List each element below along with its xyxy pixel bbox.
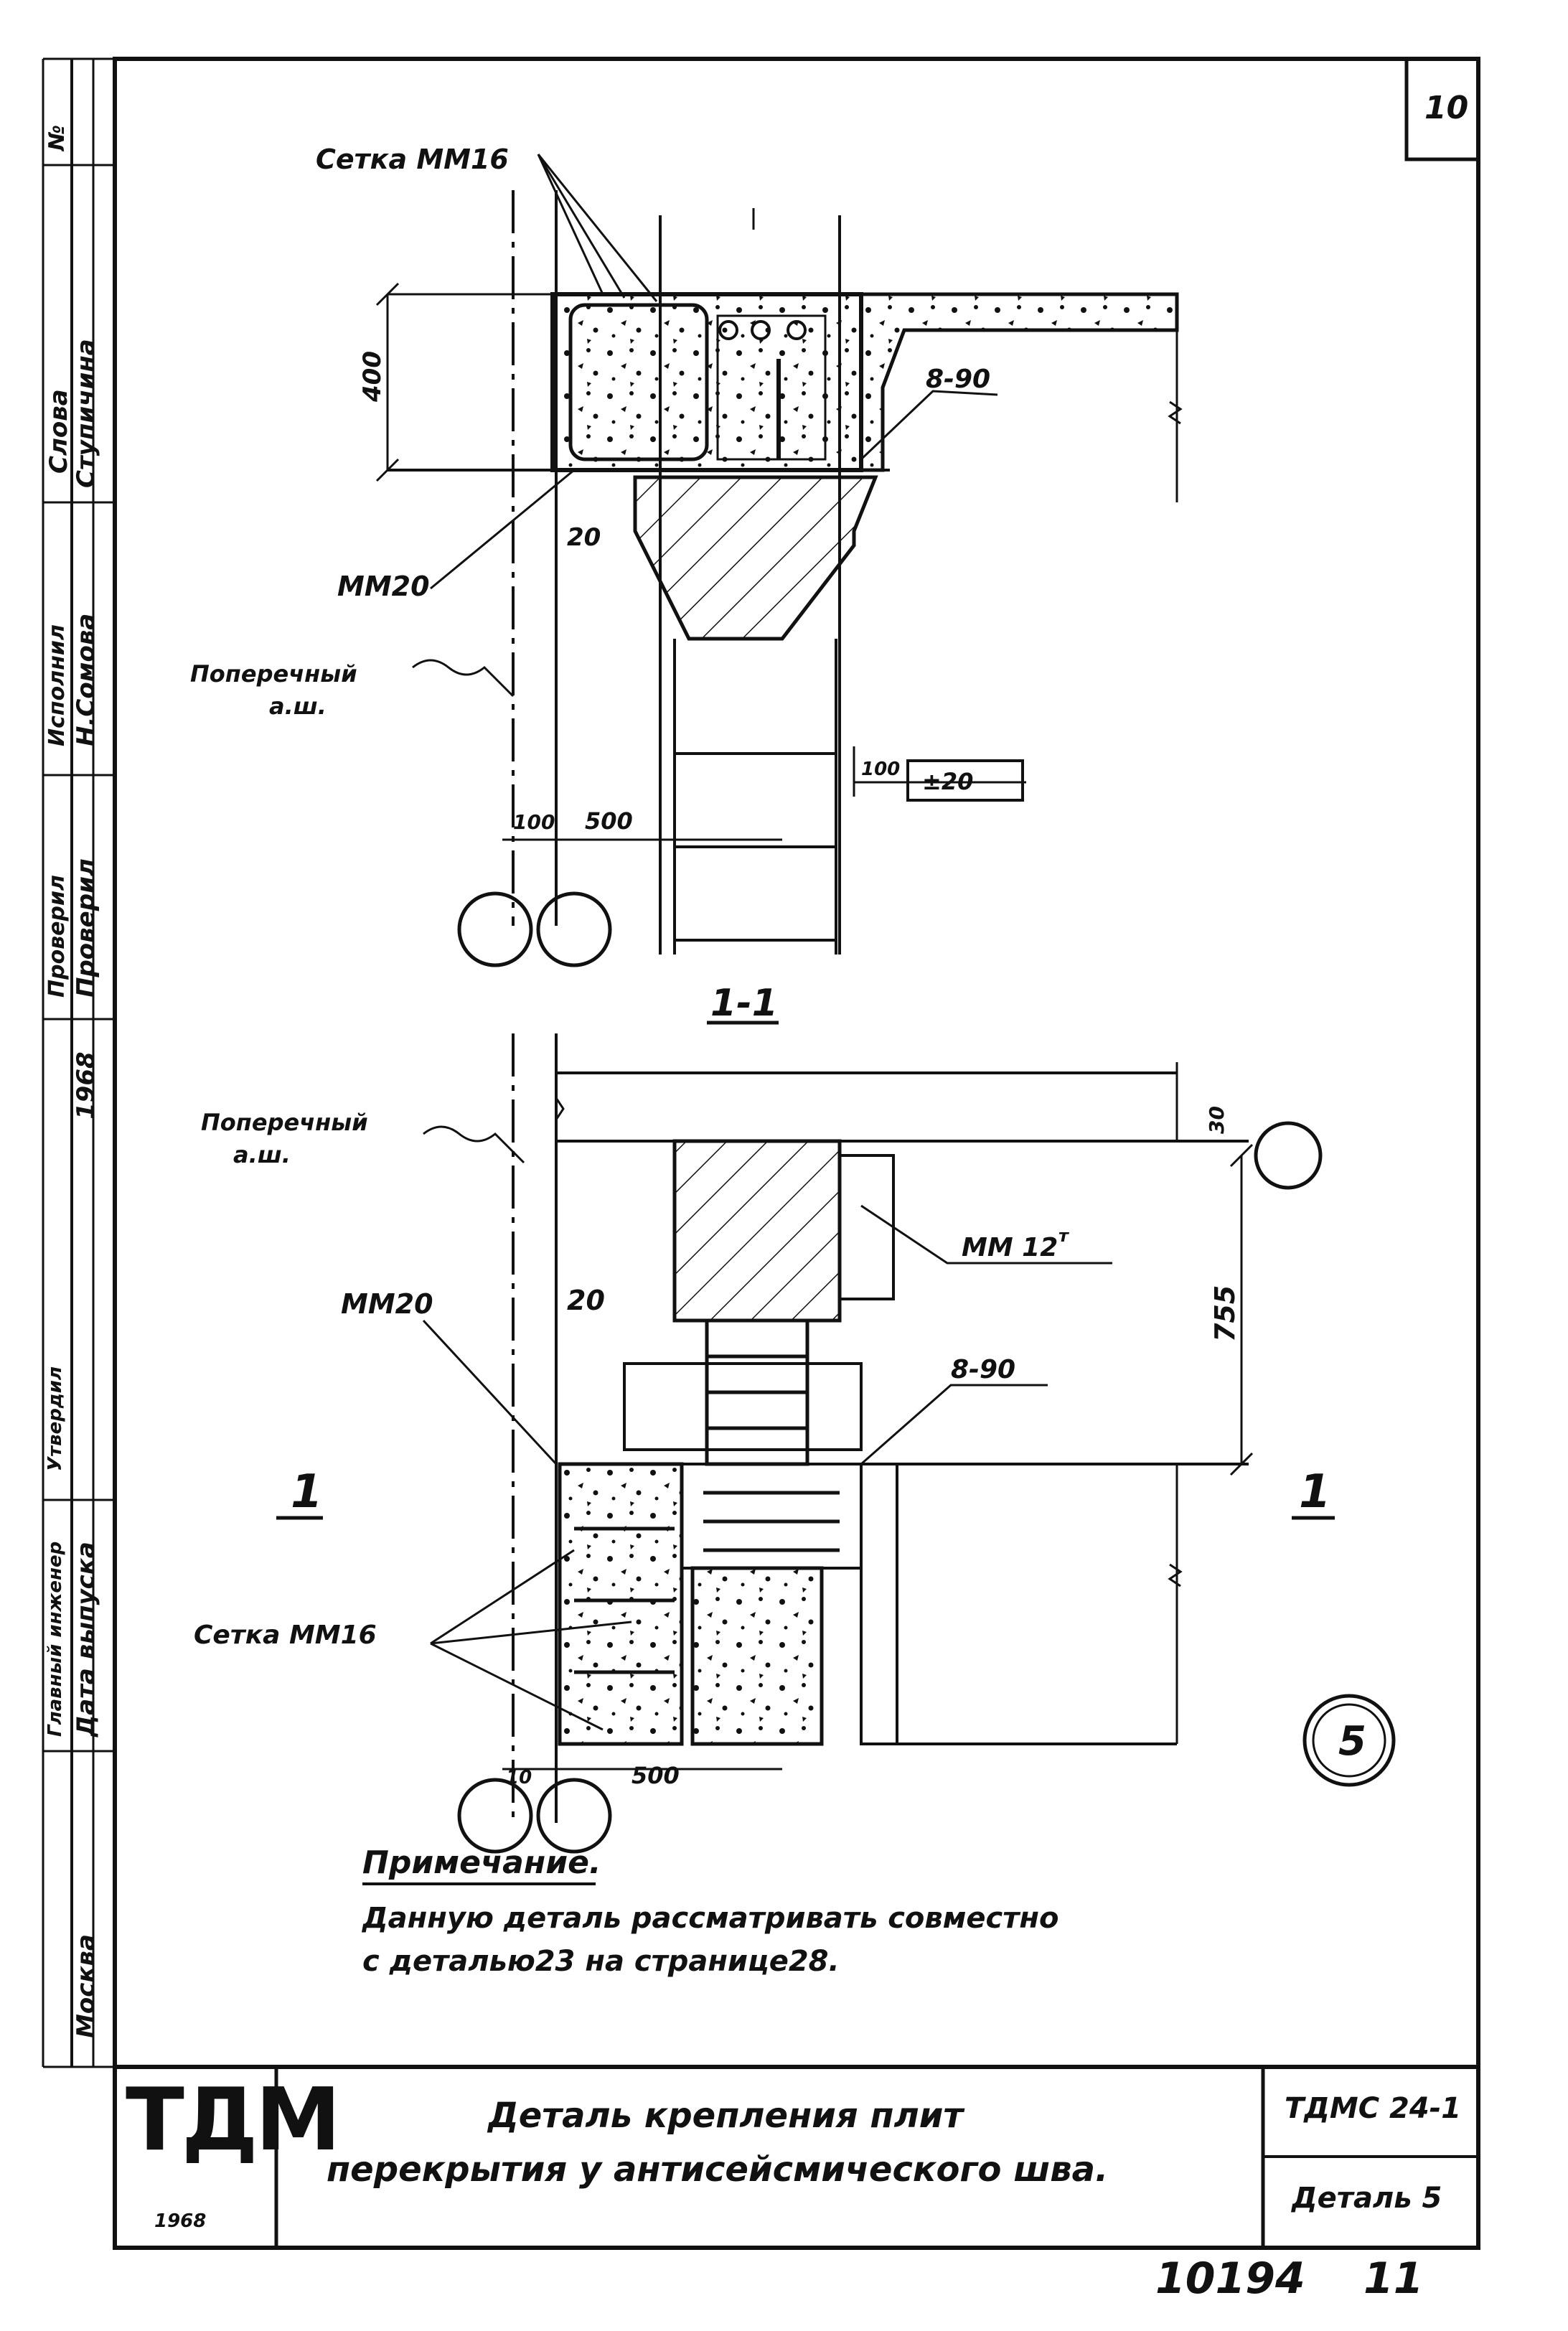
label-joint-top: Поперечный: [190, 660, 357, 688]
note-line-1: Данную деталь рассматривать совместно: [362, 1902, 1059, 1935]
tdm-logo-year: 1968: [154, 2210, 207, 2232]
dim-100b-top: 100: [861, 759, 900, 780]
stamp-col1-bottom: Ступичина: [72, 339, 100, 488]
dim-20-top: 20: [567, 523, 601, 552]
label-mm20-top: ММ20: [337, 571, 430, 602]
archive-page: 11: [1363, 2253, 1424, 2304]
label-mm20-bottom: ММ20: [341, 1288, 433, 1320]
stamp-col3-top: Проверил: [44, 875, 70, 998]
stamp-col5-bottom: Дата выпуска: [72, 1542, 100, 1737]
dim-755: 755: [1209, 1285, 1241, 1342]
label-mm12: ММ 12: [962, 1233, 1058, 1262]
stamp-col4-top: Утвердил: [44, 1366, 66, 1471]
drawing-detail: Деталь 5: [1292, 2182, 1442, 2215]
label-mesh-top: Сетка ММ16: [316, 144, 509, 175]
tdm-logo: ТДМ: [126, 2070, 341, 2170]
note-heading: Примечание.: [362, 1844, 601, 1881]
cut-mark-left: 1: [291, 1465, 323, 1519]
stamp-col2-top: Исполнил: [44, 624, 70, 746]
detail-circle-number: 5: [1338, 1718, 1366, 1765]
section-bottom-drawing: [276, 1033, 1396, 1885]
stamp-col5-top: Главный инженер: [44, 1541, 66, 1737]
label-bolt-top: 8-90: [926, 365, 990, 394]
dim-30: 30: [1205, 1106, 1229, 1134]
dim-10-bottom: 10: [506, 1767, 532, 1788]
sheet-frame: [42, 57, 1480, 2250]
dim-500-top: 500: [585, 807, 633, 835]
page-number: 10: [1424, 90, 1469, 126]
dim-400: 400: [358, 351, 387, 403]
note-line-2: с деталью23 на странице28.: [362, 1945, 840, 1978]
stamp-col1-top: Слова: [44, 389, 73, 474]
label-joint-top-2: а.ш.: [269, 693, 327, 720]
stamp-no: №: [44, 124, 70, 151]
label-mesh-bottom: Сетка ММ16: [194, 1621, 377, 1650]
section-top-drawing: [375, 154, 1183, 1025]
label-bolt-bottom: 8-90: [951, 1355, 1015, 1384]
cut-mark-right: 1: [1299, 1465, 1331, 1519]
label-joint-bottom: Поперечный: [201, 1109, 368, 1136]
stamp-col4-bottom: 1968: [72, 1051, 100, 1120]
label-joint-bottom-2: а.ш.: [233, 1141, 291, 1168]
dim-box-top: ±20: [922, 768, 973, 795]
label-mm12-sup: т: [1058, 1226, 1070, 1246]
stamp-col2-bottom: Н.Сомова: [72, 613, 100, 746]
dim-20-bottom: 20: [567, 1285, 605, 1316]
dim-500-bottom: 500: [632, 1762, 680, 1789]
dim-100-top: 100: [513, 810, 555, 834]
stamp-col3-bottom: Проверил: [72, 858, 100, 998]
section-mark-1-1: 1-1: [710, 982, 778, 1025]
drawing-title-line-1: Деталь крепления плит: [488, 2096, 964, 2136]
stamp-city: Москва: [72, 1934, 100, 2038]
drawing-code: ТДМС 24-1: [1285, 2092, 1462, 2125]
drawing-title-line-2: перекрытия у антисейсмического шва.: [327, 2149, 1109, 2190]
archive-number: 10194: [1155, 2253, 1305, 2304]
